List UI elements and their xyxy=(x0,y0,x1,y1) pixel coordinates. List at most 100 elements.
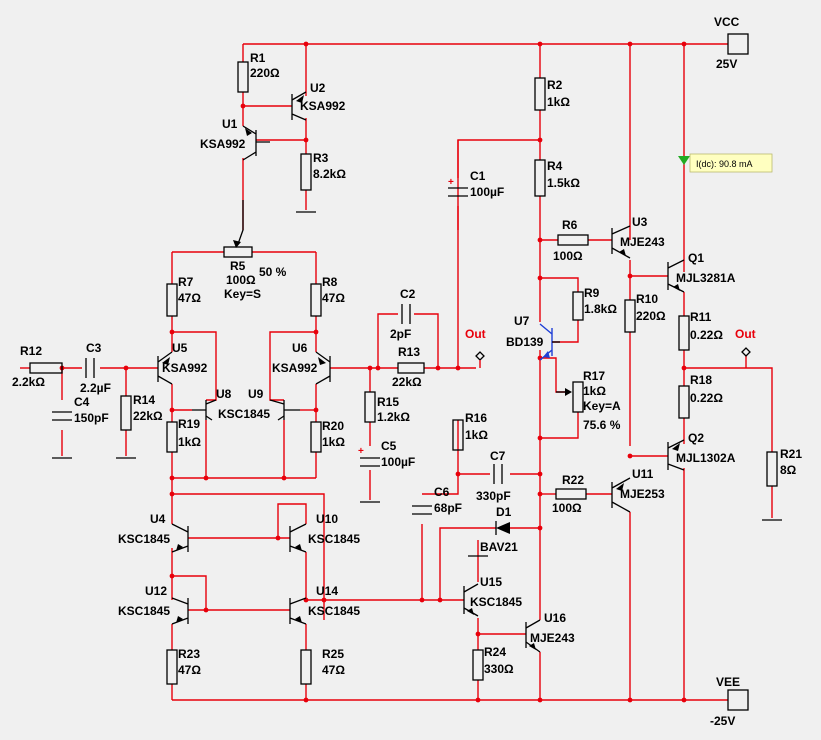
c2-name: C2 xyxy=(400,287,416,301)
r23-value: 47Ω xyxy=(178,663,201,677)
transistor-u12[interactable]: U12 KSC1845 xyxy=(118,584,189,625)
u8-part: KSC1845 xyxy=(218,407,270,421)
resistor-r11[interactable]: R11 0.22Ω xyxy=(678,310,723,351)
c3-name: C3 xyxy=(86,341,102,355)
u11-part: MJE253 xyxy=(620,487,665,501)
r21-value: 8Ω xyxy=(780,463,797,477)
vee-connector[interactable]: VEE -25V xyxy=(710,675,749,728)
r7-value: 47Ω xyxy=(178,291,201,305)
resistor-r8[interactable]: R8 47Ω xyxy=(310,275,345,317)
resistor-r14[interactable]: R14 22kΩ xyxy=(120,393,163,431)
vee-name: VEE xyxy=(716,675,740,689)
resistor-r3[interactable]: R3 8.2kΩ xyxy=(300,151,346,191)
transistor-u11[interactable]: U11 MJE253 xyxy=(611,467,665,513)
capacitor-c7[interactable]: C7 330pF xyxy=(476,449,511,503)
transistor-q1[interactable]: Q1 MJL3281A xyxy=(667,251,736,293)
transistor-u1[interactable]: U1 KSA992 xyxy=(200,117,270,161)
u7-name: U7 xyxy=(514,314,530,328)
output-probe-2[interactable]: Out xyxy=(735,327,756,357)
r16-name: R16 xyxy=(465,411,487,425)
q2-part: MJL1302A xyxy=(676,451,736,465)
resistor-r18[interactable]: R18 0.22Ω xyxy=(678,373,723,419)
resistor-r20[interactable]: R20 1kΩ xyxy=(310,419,345,453)
r3-value: 8.2kΩ xyxy=(313,167,346,181)
transistor-u3[interactable]: U3 MJE243 xyxy=(611,215,665,259)
potentiometer-r5[interactable]: R5 100Ω 50 % Key=S xyxy=(223,200,287,301)
resistor-r4[interactable]: R4 1.5kΩ xyxy=(534,159,580,197)
r4-value: 1.5kΩ xyxy=(547,176,580,190)
d1-name: D1 xyxy=(496,505,512,519)
r17-value: 1kΩ xyxy=(583,384,606,398)
diode-d1[interactable]: D1 BAV21 xyxy=(480,505,518,554)
capacitor-c6[interactable]: C6 68pF xyxy=(412,485,462,515)
transistor-u10[interactable]: U10 KSC1845 xyxy=(289,512,360,553)
resistor-r25[interactable]: R25 47Ω xyxy=(300,647,345,685)
transistor-u4[interactable]: U4 KSC1845 xyxy=(118,512,189,553)
u3-part: MJE243 xyxy=(620,235,665,249)
transistor-u14[interactable]: U14 KSC1845 xyxy=(289,584,360,625)
capacitor-c1[interactable]: + C1 100µF xyxy=(448,169,504,199)
resistor-r6[interactable]: R6 100Ω xyxy=(553,218,589,263)
resistor-r12[interactable]: R12 2.2kΩ xyxy=(12,344,63,389)
r14-name: R14 xyxy=(133,393,155,407)
current-probe[interactable]: I(dc): 90.8 mA xyxy=(678,153,773,173)
r18-value: 0.22Ω xyxy=(690,391,723,405)
capacitor-c5[interactable]: + C5 100µF xyxy=(358,439,415,469)
c1-name: C1 xyxy=(470,169,486,183)
r25-value: 47Ω xyxy=(322,663,345,677)
resistor-r1[interactable]: R1 220Ω xyxy=(237,51,280,93)
wires xyxy=(20,43,773,701)
r24-name: R24 xyxy=(484,645,506,659)
transistor-u15[interactable]: U15 KSC1845 xyxy=(463,575,522,617)
resistor-r21[interactable]: R21 8Ω xyxy=(766,447,802,487)
resistor-r9[interactable]: R9 1.8kΩ xyxy=(572,286,617,321)
transistor-u8[interactable]: U8 KSC1845 xyxy=(192,387,270,421)
resistor-r13[interactable]: R13 22kΩ xyxy=(392,345,425,389)
u15-name: U15 xyxy=(480,575,502,589)
resistor-r2[interactable]: R2 1kΩ xyxy=(534,77,570,111)
transistor-u7[interactable]: U7 BD139 xyxy=(506,314,560,361)
resistor-r16[interactable]: R16 1kΩ xyxy=(452,411,488,451)
resistor-r22[interactable]: R22 100Ω xyxy=(552,473,587,515)
resistor-r24[interactable]: R24 330Ω xyxy=(472,645,514,681)
r1-name: R1 xyxy=(250,51,266,65)
resistor-r15[interactable]: R15 1.2kΩ xyxy=(364,391,410,424)
r10-value: 220Ω xyxy=(636,309,666,323)
u10-name: U10 xyxy=(316,512,338,526)
u1-part: KSA992 xyxy=(200,137,246,151)
transistor-u6[interactable]: U6 KSA992 xyxy=(272,341,331,385)
u2-name: U2 xyxy=(310,81,326,95)
transistor-u5[interactable]: U5 KSA992 xyxy=(157,341,208,385)
u3-name: U3 xyxy=(632,215,648,229)
svg-text:+: + xyxy=(448,177,454,188)
r12-name: R12 xyxy=(20,344,42,358)
probe-arrow-icon xyxy=(678,156,690,165)
c1-value: 100µF xyxy=(470,185,504,199)
r8-name: R8 xyxy=(322,275,338,289)
r3-name: R3 xyxy=(313,151,329,165)
transistor-u9[interactable]: U9 xyxy=(248,387,300,421)
resistor-r19[interactable]: R19 1kΩ xyxy=(166,417,201,453)
output-probe-1[interactable]: Out xyxy=(465,327,486,368)
capacitor-c2[interactable]: C2 2pF xyxy=(390,287,416,341)
capacitor-c3[interactable]: C3 2.2µF xyxy=(80,341,111,395)
potentiometer-r17[interactable]: R17 1kΩ Key=A 75.6 % xyxy=(556,369,621,432)
transistor-q2[interactable]: Q2 MJL1302A xyxy=(667,431,736,471)
capacitor-c4[interactable]: C4 150pF xyxy=(52,395,109,425)
c6-value: 68pF xyxy=(434,501,462,515)
u16-name: U16 xyxy=(544,611,566,625)
transistor-u2[interactable]: U2 KSA992 xyxy=(291,81,346,121)
resistor-r7[interactable]: R7 47Ω xyxy=(166,275,201,317)
r2-value: 1kΩ xyxy=(547,95,570,109)
u5-name: U5 xyxy=(172,341,188,355)
vcc-connector[interactable]: VCC 25V xyxy=(714,15,749,71)
u14-part: KSC1845 xyxy=(308,604,360,618)
u16-part: MJE243 xyxy=(530,631,575,645)
resistor-r23[interactable]: R23 47Ω xyxy=(166,647,201,685)
u8-name: U8 xyxy=(216,387,232,401)
transistor-u16[interactable]: U16 MJE243 xyxy=(525,611,575,653)
r17-name: R17 xyxy=(583,369,605,383)
r17-key: Key=A xyxy=(583,399,621,413)
r5-value: 100Ω xyxy=(226,273,256,287)
resistor-r10[interactable]: R10 220Ω xyxy=(624,292,666,333)
